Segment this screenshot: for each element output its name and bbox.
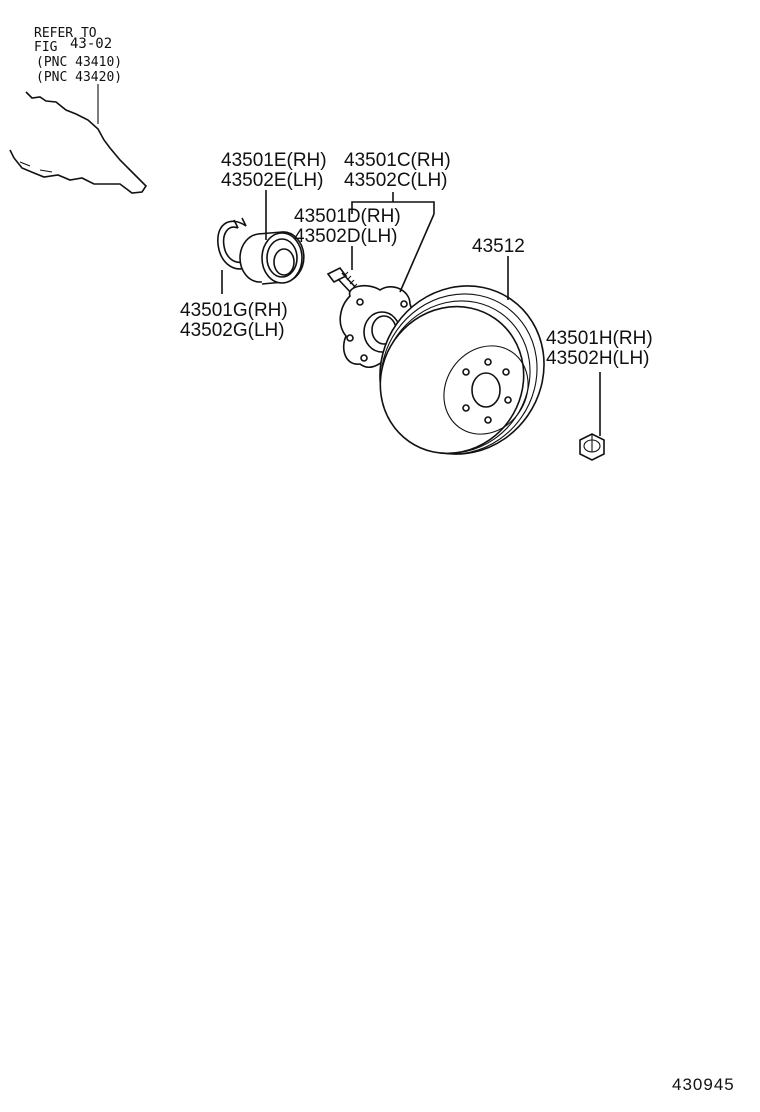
reference-note-line-1: REFER TO (34, 26, 97, 41)
drive-shaft-illustration (9, 91, 148, 194)
brake-disc (379, 285, 545, 455)
reference-note-fig-number: 43-02 (70, 36, 112, 52)
hub-nut (579, 433, 605, 461)
label-nut-rh: 43501H(RH) (546, 328, 653, 349)
label-snap-ring-lh: 43502G(LH) (180, 320, 285, 341)
label-hub-lh: 43502C(LH) (344, 170, 448, 191)
label-hub-rh: 43501C(RH) (344, 150, 451, 171)
label-bolt-lh: 43502D(LH) (294, 226, 398, 247)
reference-note-pnc-2: (PNC 43420) (36, 70, 122, 85)
reference-note-fig-prefix: FIG (34, 40, 58, 55)
label-bearing-rh: 43501E(RH) (221, 150, 327, 171)
snap-ring (217, 217, 247, 270)
leader-lines (221, 190, 601, 436)
label-bolt-rh: 43501D(RH) (294, 206, 401, 227)
figure-number: 430945 (672, 1075, 735, 1094)
reference-note: REFER TO FIG 43-02 (PNC 43410) (PNC 4342… (34, 26, 122, 85)
leader-hub (399, 213, 435, 293)
label-disc: 43512 (472, 236, 525, 257)
reference-note-pnc-1: (PNC 43410) (36, 55, 122, 70)
label-bearing-lh: 43502E(LH) (221, 170, 323, 191)
label-nut-lh: 43502H(LH) (546, 348, 650, 369)
hub-bearing (239, 231, 305, 285)
label-snap-ring-rh: 43501G(RH) (180, 300, 288, 321)
